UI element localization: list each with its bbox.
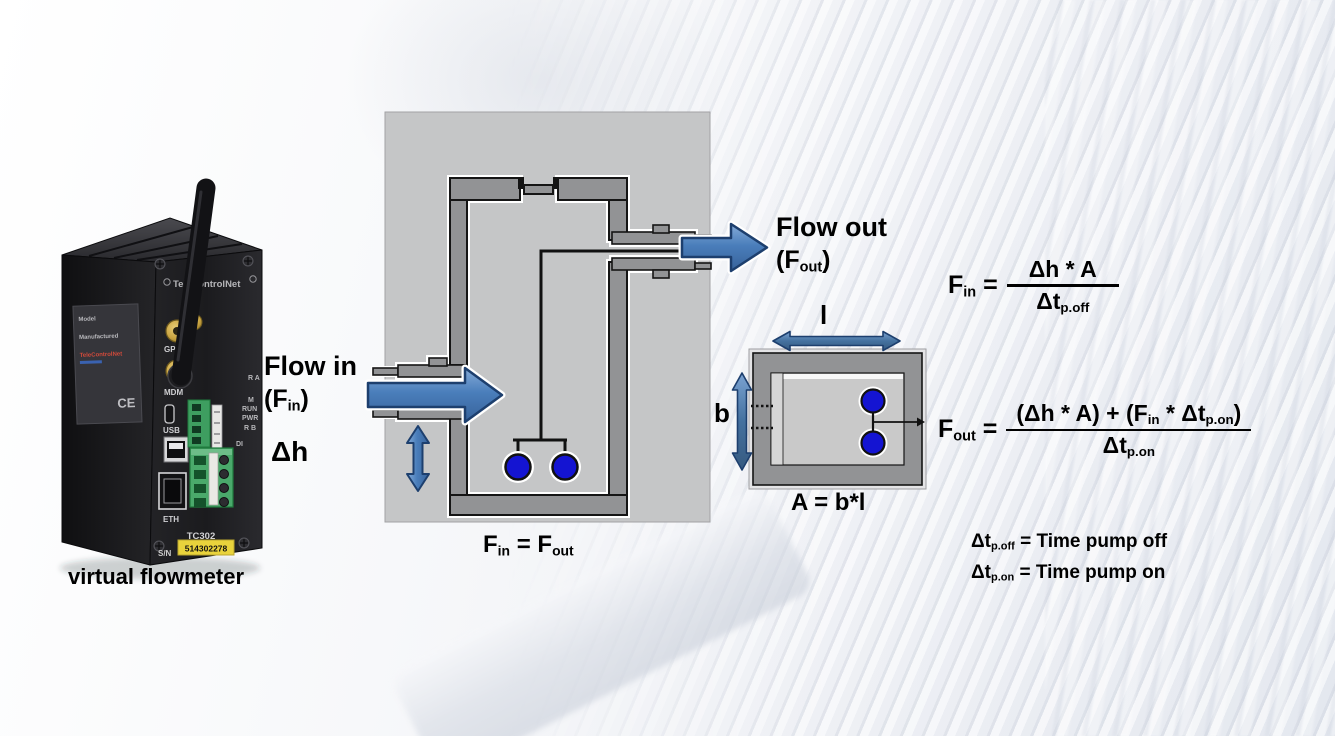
serial-sticker (177, 539, 235, 556)
led-label-pwr: PWR (242, 415, 258, 422)
tank-cross-section-diagram (364, 111, 771, 523)
fout-numerator: (Δh * A) + (Fin * Δtp.on) (1016, 400, 1242, 428)
serial-prefix-label: S/N (158, 549, 172, 558)
tank-walls (449, 177, 628, 516)
antenna-highlight (176, 190, 203, 362)
float-switches (502, 451, 581, 483)
basin-left-ledge (770, 372, 784, 466)
fin-fraction: Δh * A Δtp.off (1006, 256, 1119, 316)
power-terminal-label-strip (208, 452, 219, 506)
tank-top-view-diagram (731, 330, 927, 490)
sticker-brand-logo: TeleControlNet (80, 351, 123, 358)
bottom-wall (449, 494, 628, 516)
flow-out-arrow (680, 222, 769, 273)
width-label: b (714, 398, 730, 428)
led-label-ra: R A (248, 375, 260, 382)
panel-screws (153, 255, 254, 552)
flow-balance-equation: Fin = Fout (483, 531, 574, 559)
fout-denominator: Δtp.on (1102, 432, 1156, 460)
top-view-float-1 (860, 388, 886, 414)
led-labels: R A M RUN PWR R B DI (236, 375, 260, 448)
top-wall-left (449, 177, 521, 201)
power-terminal-screws (219, 455, 229, 507)
sticker-model-label: Model (78, 316, 96, 323)
top-view-float-2 (860, 430, 886, 456)
fout-fraction: (Δh * A) + (Fin * Δtp.on) Δtp.on (1006, 400, 1252, 460)
inlet-dashed-marks (751, 404, 773, 430)
usb-a-tongue (169, 443, 183, 449)
eth-label: ETH (163, 515, 179, 524)
fin-numerator: Δh * A (1028, 256, 1097, 282)
device-side-sticker: Model Manufactured TeleControlNet CE (72, 303, 143, 425)
flow-in-arrow (366, 366, 504, 424)
fin-formula: Fin = Δh * A Δtp.off (948, 256, 1119, 316)
fout-formula: Fout = (Δh * A) + (Fin * Δtp.on) Δtp.on (938, 400, 1252, 460)
brand-ring-left (163, 278, 171, 286)
flow-out-title: Flow out (776, 212, 887, 242)
formula-legend: Δtp.off = Time pump off Δtp.on = Time pu… (971, 529, 1167, 590)
fin-lhs: Fin = (948, 271, 998, 301)
device-caption: virtual flowmeter (67, 564, 245, 589)
led-label-run: RUN (242, 406, 257, 413)
flow-out-symbol: (Fout) (776, 246, 831, 276)
sticker-ce-mark: CE (117, 395, 136, 411)
float-switch-high (551, 453, 579, 481)
flow-in-title: Flow in (264, 351, 357, 381)
length-dimension-arrow (772, 330, 901, 352)
basin-highlight (772, 374, 903, 379)
left-wall-upper (449, 177, 468, 366)
device-model-text: TC302 (187, 531, 216, 542)
background-waterfall-right (1045, 0, 1335, 736)
device-brand-text: TeleControlNet (173, 279, 241, 290)
micro-usb-port (164, 404, 175, 424)
flow-in-label: Flow in (Fin) (264, 350, 357, 423)
brand-ring-right (249, 275, 257, 283)
mdm-label: MDM (164, 388, 183, 397)
fin-denominator: Δtp.off (1036, 287, 1090, 315)
led-label-m: M (248, 397, 254, 404)
telemetry-device-photo: Model Manufactured TeleControlNet CE Tel… (60, 178, 263, 579)
delta-h-label: Δh (271, 436, 309, 467)
power-terminal-slots (194, 456, 206, 507)
top-view-floats (858, 386, 925, 458)
ethernet-cavity (163, 478, 182, 504)
sticker-mfg-label: Manufactured (79, 334, 119, 341)
fout-lhs: Fout = (938, 415, 998, 445)
concrete-panel (384, 111, 711, 523)
float-switch-low (504, 453, 532, 481)
float-pointer-arrowhead (917, 417, 925, 427)
fout-fraction-bar (1006, 428, 1252, 432)
manhole-lid (518, 177, 559, 195)
power-terminal-large (189, 447, 234, 508)
length-label: l (820, 300, 828, 330)
right-wall-lower (608, 261, 628, 516)
area-formula: A = b*l (791, 489, 866, 516)
legend-pump-on: Δtp.on = Time pump on (971, 561, 1166, 584)
float-switch-cable (513, 249, 705, 452)
led-label-rb: R B (244, 425, 256, 432)
flow-out-label: Flow out (Fout) (776, 211, 887, 284)
width-dimension-arrow (731, 372, 753, 471)
serial-number: 514302278 (185, 544, 228, 554)
fin-fraction-bar (1006, 284, 1119, 287)
io-terminal-small (187, 399, 211, 448)
usb-label: USB (163, 426, 180, 435)
top-wall-right (557, 177, 628, 201)
cellular-antenna (171, 178, 216, 386)
led-label-di: DI (236, 441, 243, 448)
flow-in-symbol: (Fin) (264, 385, 309, 415)
pin-label-marks (214, 411, 220, 444)
io-terminal-small-slots (192, 404, 201, 444)
device-shadow (60, 557, 260, 579)
legend-pump-off: Δtp.off = Time pump off (971, 531, 1168, 553)
top-groove-1 (88, 226, 194, 257)
gps-label: GPS (164, 345, 182, 354)
delta-h-arrow (406, 425, 430, 492)
